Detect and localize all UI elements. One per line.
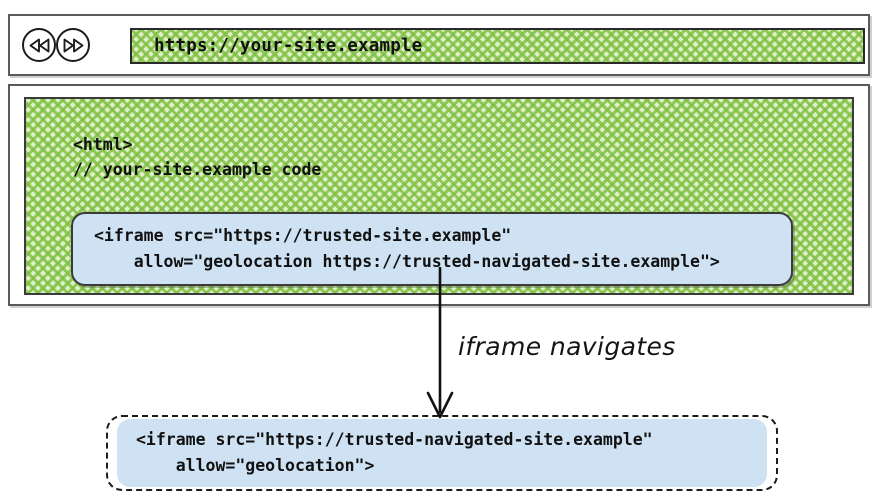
host-page-code: <html> // your-site.example code: [73, 135, 322, 179]
navigated-iframe-code-box: <iframe src="https://trusted-navigated-s…: [117, 419, 767, 487]
back-button[interactable]: [22, 28, 56, 62]
embedded-iframe-code-text: <iframe src="https://trusted-site.exampl…: [94, 226, 720, 271]
browser-urlbar-panel: https://your-site.example: [8, 14, 870, 76]
rewind-icon: [29, 38, 50, 53]
navigated-iframe-group: <iframe src="https://trusted-navigated-s…: [106, 415, 778, 491]
navigated-iframe-dashed-frame: [106, 415, 778, 491]
embedded-iframe-code-box: <iframe src="https://trusted-site.exampl…: [71, 212, 793, 286]
host-page-region: <html> // your-site.example code <iframe…: [24, 97, 854, 295]
forward-button[interactable]: [56, 28, 90, 62]
fast-forward-icon: [63, 38, 84, 53]
browser-content-panel: <html> // your-site.example code <iframe…: [8, 84, 870, 306]
url-address-bar[interactable]: https://your-site.example: [130, 28, 865, 64]
iframe-navigates-label: iframe navigates: [458, 332, 676, 361]
url-text: https://your-site.example: [154, 36, 423, 56]
navigated-iframe-code-text: <iframe src="https://trusted-navigated-s…: [136, 430, 653, 475]
